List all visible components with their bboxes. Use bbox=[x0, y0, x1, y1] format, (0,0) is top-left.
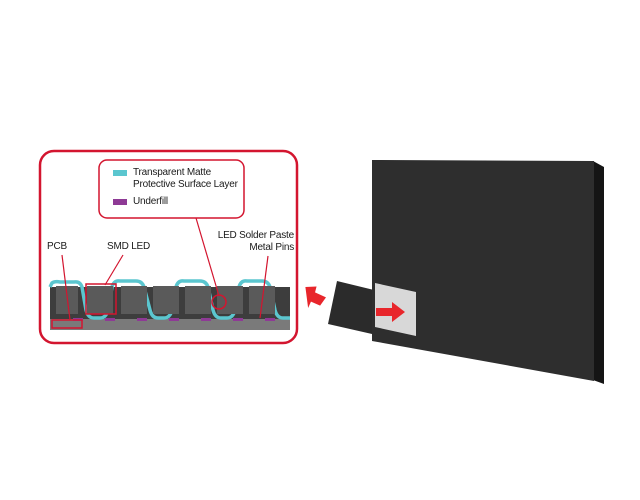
underfill-pad bbox=[137, 318, 147, 321]
underfill-pad bbox=[105, 318, 115, 321]
led-chip bbox=[87, 286, 113, 314]
underfill-pad bbox=[265, 318, 275, 321]
legend-underfill-label: Underfill bbox=[133, 196, 168, 207]
solder-label: LED Solder Paste Metal Pins bbox=[212, 230, 294, 254]
underfill-pad bbox=[169, 318, 179, 321]
led-module-tile bbox=[328, 281, 374, 334]
underfill-swatch bbox=[113, 199, 127, 205]
pcb-highlight bbox=[51, 319, 83, 329]
led-chip bbox=[121, 286, 147, 314]
legend-leader bbox=[195, 217, 220, 297]
legend-protective-label: Transparent Matte Protective Surface Lay… bbox=[133, 167, 238, 191]
led-chip bbox=[153, 286, 179, 314]
underfill-pad bbox=[233, 318, 243, 321]
solder-leader bbox=[259, 255, 269, 319]
legend-item-protective: Transparent Matte Protective Surface Lay… bbox=[113, 167, 238, 191]
protective-layer bbox=[48, 279, 290, 320]
solder-label-line1: LED Solder Paste bbox=[217, 230, 294, 241]
led-chip bbox=[217, 286, 243, 314]
solder-label-line2: Metal Pins bbox=[249, 242, 294, 253]
legend-protective-line1: Transparent Matte bbox=[133, 167, 211, 178]
pcb-leader bbox=[61, 254, 71, 321]
display-wall-front bbox=[372, 160, 594, 381]
legend-box bbox=[98, 159, 245, 219]
legend-protective-line2: Protective Surface Layer bbox=[133, 179, 238, 190]
detail-frame bbox=[38, 149, 299, 345]
underfill-pad bbox=[201, 318, 211, 321]
legend-item-underfill: Underfill bbox=[113, 196, 168, 208]
arrow-right-2 bbox=[376, 302, 405, 322]
display-wall-side bbox=[593, 161, 604, 384]
smd-led-highlight bbox=[85, 283, 117, 315]
smd-led-label: SMD LED bbox=[107, 241, 151, 252]
arrow-right-1 bbox=[305, 286, 326, 308]
smd-led-leader bbox=[104, 254, 124, 286]
led-chip bbox=[185, 286, 211, 314]
pcb-label: PCB bbox=[47, 241, 67, 252]
protective-swatch bbox=[113, 170, 127, 176]
